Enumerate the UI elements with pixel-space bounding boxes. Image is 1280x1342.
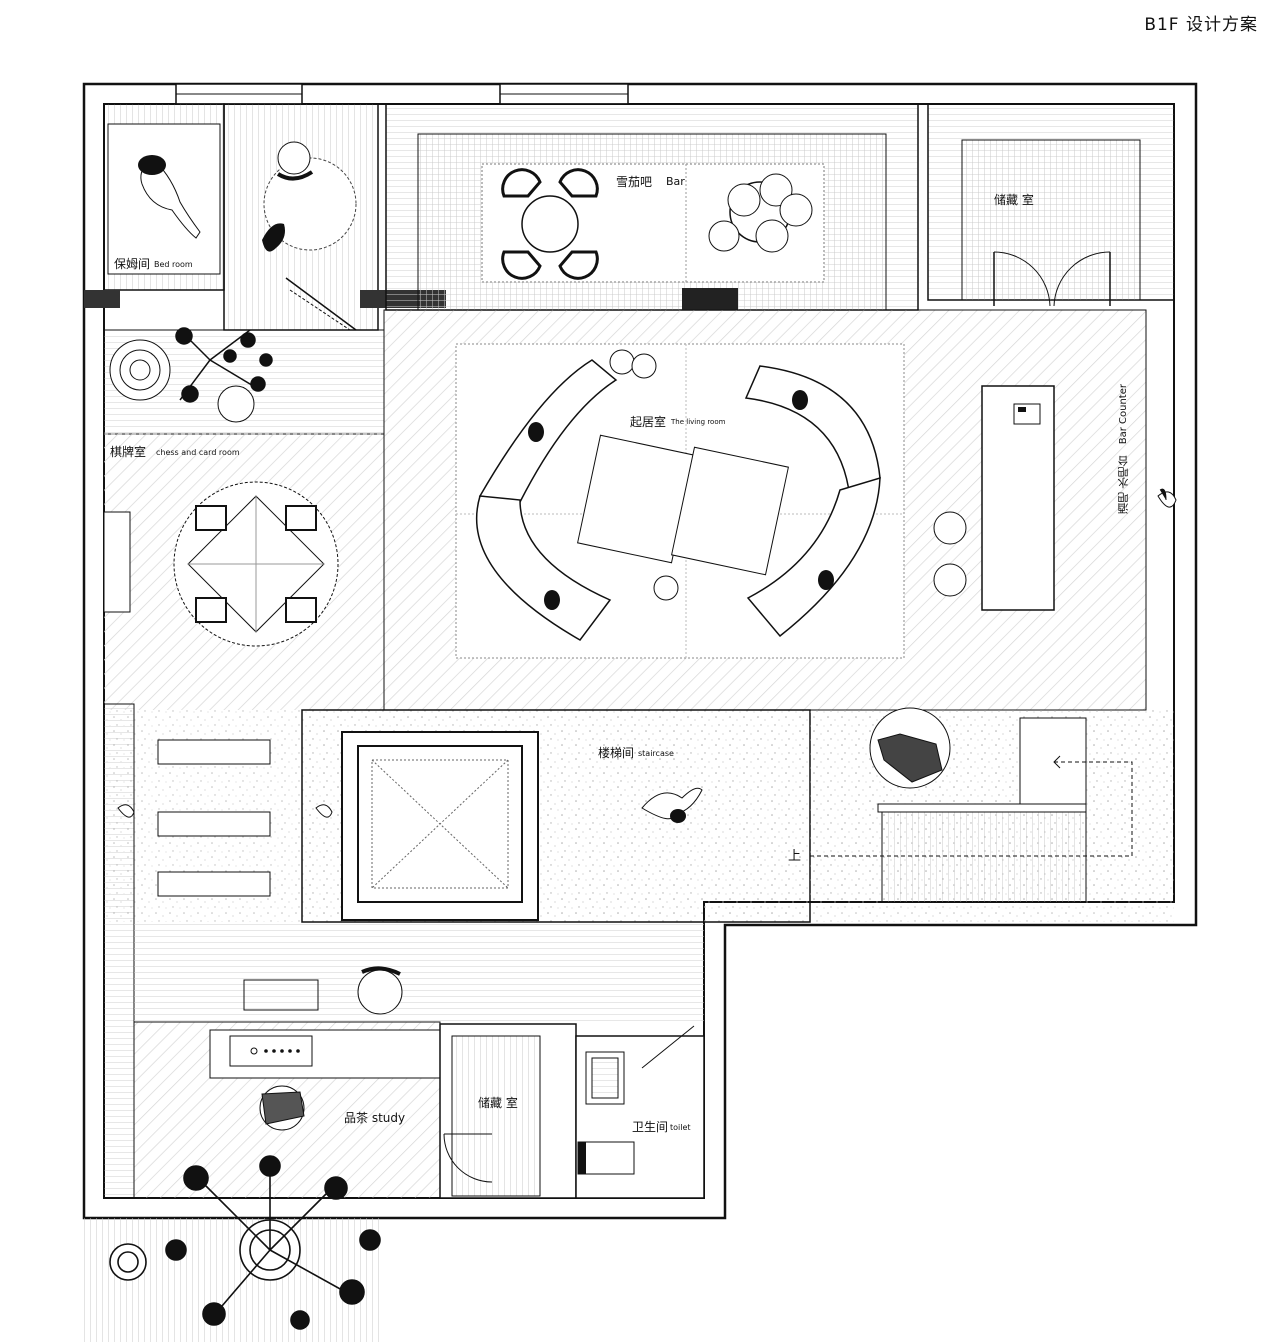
- storage-bottom-label: 储藏 室: [478, 1096, 518, 1110]
- staircase-label-en: staircase: [638, 749, 674, 758]
- storage-top-label: 储藏 室: [994, 193, 1034, 207]
- storage-room-bottom: [439, 1023, 577, 1199]
- living-room-label: 起居室: [630, 415, 667, 429]
- tree-bottom-icon: [84, 1155, 384, 1342]
- staircase: [103, 703, 1174, 1199]
- tea-study-label: 品茶 study: [344, 1111, 406, 1125]
- bar-counter-label-en: Bar Counter: [1118, 384, 1129, 445]
- up-label: 上: [788, 849, 802, 864]
- nanny-room: [103, 103, 379, 331]
- cigar-bar: [385, 103, 919, 311]
- toilet-label-en: toilet: [670, 1123, 691, 1132]
- toilet-room: [575, 1025, 705, 1199]
- chess-room-label-en: chess and card room: [156, 448, 240, 457]
- nanny-room-label-en: Bed room: [154, 260, 193, 269]
- tree-top-icon: [175, 327, 273, 403]
- page-title: B1F 设计方案: [1144, 15, 1258, 35]
- chess-room: [103, 327, 385, 710]
- living-room-label-en: The living room: [671, 418, 726, 426]
- staircase-label: 楼梯间: [598, 746, 635, 760]
- bar-counter-label: 酒吧 水吧台 Bar Counter: [1116, 384, 1132, 514]
- storage-room-top: [927, 103, 1175, 307]
- toilet-label: 卫生间: [632, 1120, 669, 1134]
- cigar-bar-label-en: Bar: [666, 175, 685, 188]
- cigar-bar-label: 雪茄吧: [616, 175, 653, 189]
- living-room: [383, 309, 1177, 711]
- nanny-room-label: 保姆间: [114, 257, 151, 271]
- chess-room-label: 棋牌室: [110, 445, 147, 459]
- bar-counter-label-cn: 酒吧 水吧台: [1117, 455, 1130, 515]
- tea-study: [133, 922, 704, 1199]
